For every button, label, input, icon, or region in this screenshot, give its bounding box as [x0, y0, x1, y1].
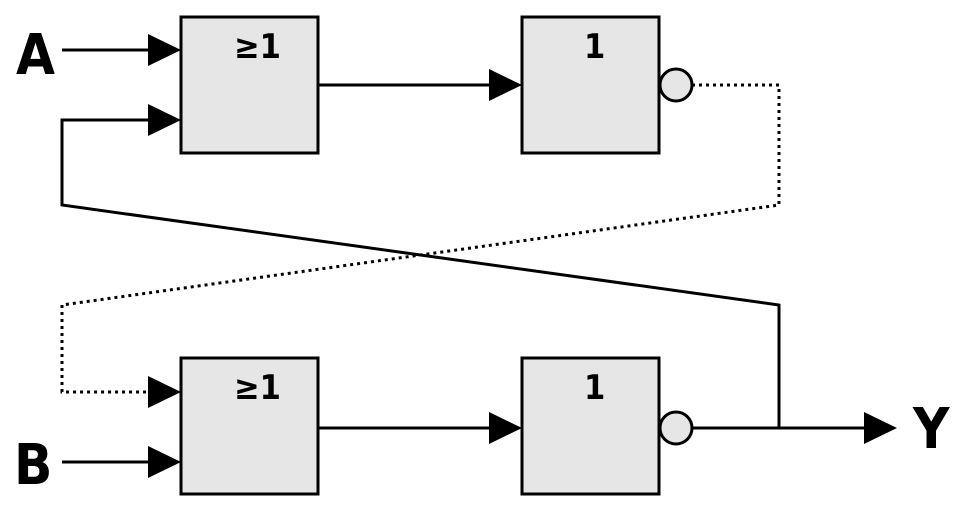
gate-bottom-not: 1	[520, 356, 694, 496]
input-a-label: A	[16, 23, 55, 88]
gate-top-not-label: 1	[584, 27, 605, 67]
wire-input-a	[62, 34, 181, 66]
gate-bottom-or: ≥1	[179, 356, 320, 496]
gate-top-or: ≥1	[179, 15, 320, 155]
gate-bottom-or-label: ≥1	[234, 368, 281, 408]
wire-top-or-to-not	[318, 69, 522, 101]
gate-top-or-label: ≥1	[234, 27, 281, 67]
output-y-label: Y	[912, 397, 950, 462]
wire-feedback-top-not-to-bottom-or	[60, 83, 781, 408]
wire-feedback-y-to-top-or	[60, 104, 781, 428]
wire-bottom-or-to-not	[318, 412, 522, 444]
gate-top-not: 1	[520, 15, 694, 155]
bottom-inverter-bubble	[658, 410, 694, 446]
top-inverter-bubble	[658, 67, 694, 103]
gate-bottom-not-label: 1	[584, 368, 605, 408]
wire-output-y	[692, 412, 897, 444]
wire-input-b	[62, 446, 181, 478]
input-b-label: B	[14, 433, 52, 498]
